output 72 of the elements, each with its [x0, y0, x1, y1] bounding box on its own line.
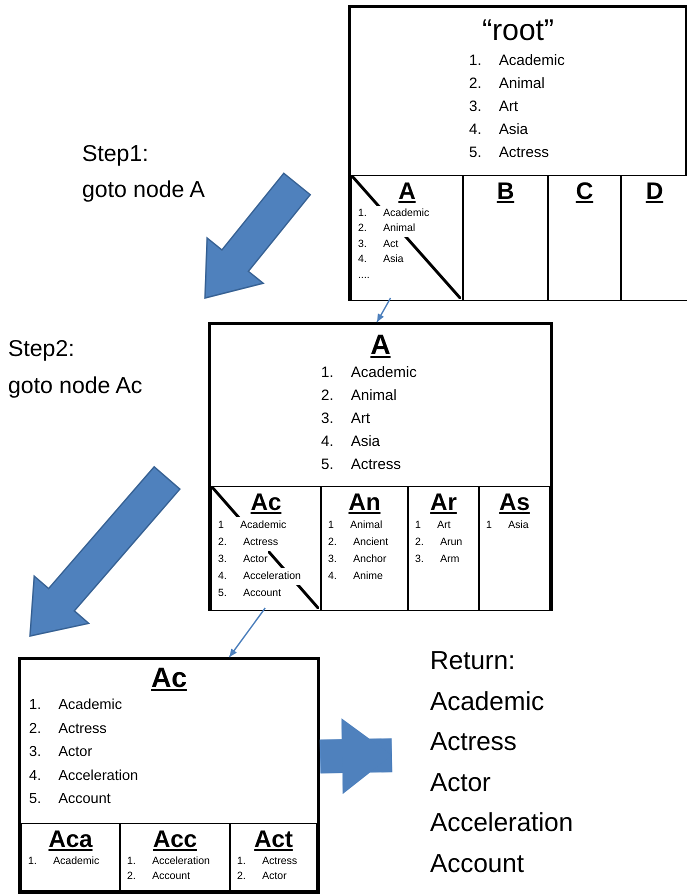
list-item: 1. Academic — [321, 363, 417, 384]
list-item: 4. Acceleration — [29, 766, 138, 786]
list-item: 1 Art — [415, 518, 451, 533]
node-title: Ac — [150, 662, 188, 694]
list-item: 1. Academic — [358, 206, 430, 222]
child-cell — [321, 486, 408, 611]
node-title: Ac — [250, 489, 282, 517]
list-item: 3. Art — [321, 409, 370, 430]
child-cell — [479, 486, 550, 611]
child-cell — [548, 175, 621, 301]
node-title: An — [348, 489, 382, 517]
list-item: 3. Art — [469, 96, 518, 116]
result-item: Acceleration — [430, 807, 574, 838]
step-label: goto node A — [82, 176, 205, 203]
list-item: 2. Account — [127, 868, 190, 884]
arrow — [376, 298, 392, 322]
list-item: 1 Asia — [486, 518, 529, 533]
trie-node-box — [18, 657, 320, 894]
list-item: 5. Actress — [321, 455, 401, 476]
node-title: Ar — [429, 489, 458, 517]
list-item: 1. Academic — [469, 50, 565, 70]
result-item: Actress — [430, 726, 517, 757]
node-title: A — [369, 329, 392, 362]
child-cell — [408, 486, 479, 611]
list-item: 1 Animal — [328, 518, 382, 533]
node-title: Act — [253, 826, 294, 854]
step-label: goto node Ac — [8, 372, 142, 399]
list-item: 2. Actor — [237, 868, 287, 884]
list-item: 5. Actress — [469, 142, 549, 162]
child-cell — [21, 823, 120, 891]
child-cell — [621, 175, 687, 301]
list-item: 1. Actress — [237, 854, 298, 869]
child-cell — [230, 823, 317, 891]
result-item: Account — [430, 848, 524, 878]
block-arrow — [320, 718, 392, 794]
node-title: B — [496, 178, 516, 206]
list-item: 5. Account — [29, 790, 111, 810]
result-item: Academic — [430, 686, 544, 716]
trie-node-box — [208, 322, 553, 611]
list-item: 2. Animal — [469, 74, 545, 94]
list-item: 1 Academic — [218, 516, 286, 534]
list-item: 1. Acceleration — [127, 854, 210, 869]
list-item: 1. Academic — [29, 696, 122, 716]
list-item: 4. Asia — [321, 432, 380, 452]
node-title: A — [397, 178, 417, 206]
list-item: 3. Actor — [29, 743, 92, 762]
node-title: Acc — [152, 826, 198, 854]
arrow — [228, 608, 266, 658]
list-item: 2. Actress — [29, 720, 107, 739]
list-item: 4. Anime — [328, 568, 383, 584]
list-item: 3. Anchor — [328, 552, 386, 567]
trie-node-box — [348, 5, 687, 301]
list-item: 2. Animal — [358, 221, 416, 237]
node-title: D — [644, 178, 664, 206]
node-title: C — [574, 178, 594, 206]
list-item: 2. Actress — [218, 534, 278, 551]
list-item: 4. Asia — [469, 120, 528, 140]
node-title: “root” — [481, 14, 555, 48]
step-label: Step1: — [82, 140, 148, 167]
list-item: 1. Academic — [28, 854, 100, 869]
list-item: 2. Ancient — [328, 534, 388, 550]
list-item: 4. Acceleration — [218, 568, 301, 585]
result-heading: Return: — [430, 645, 516, 676]
list-item: 2. Arun — [415, 534, 462, 550]
step-label: Step2: — [8, 335, 74, 362]
child-cell — [120, 823, 230, 891]
child-cell — [463, 175, 548, 301]
list-item: 3. Arm — [415, 552, 460, 567]
node-title: Aca — [47, 826, 94, 854]
result-item: Actor — [430, 766, 491, 798]
list-item: 2. Animal — [321, 386, 397, 406]
node-title: As — [498, 489, 531, 517]
